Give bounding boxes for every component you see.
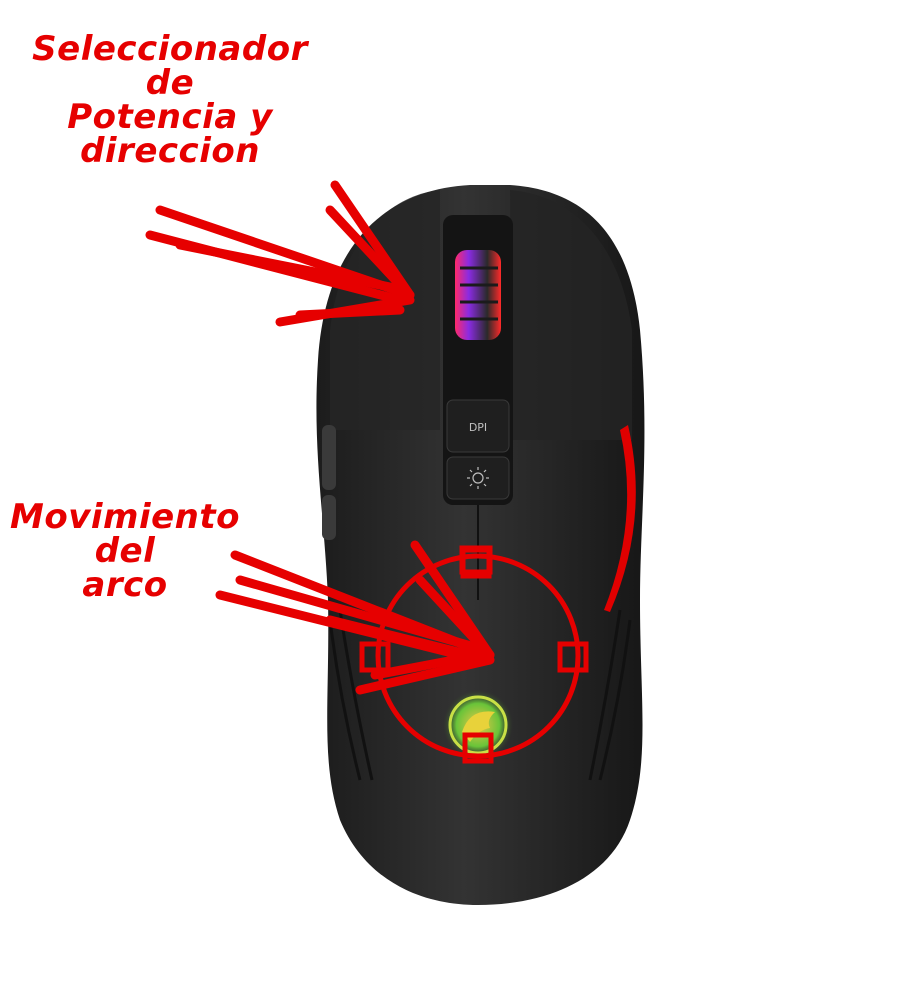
dpi-button[interactable]: DPI [446,399,510,453]
bottom-annotation-line-1: Movimiento [10,497,240,537]
top-arrow [145,180,415,327]
top-annotation: Seleccionador de Potencia y direccion [10,32,330,168]
bottom-annotation-line-2: del [94,531,156,571]
top-annotation-line-3: Potencia y [67,97,273,137]
bottom-annotation-line-3: arco [82,565,168,605]
bottom-arrow [215,540,495,695]
light-button[interactable] [446,456,510,500]
dpi-button-label: DPI [469,421,487,434]
right-click-button [510,190,632,440]
bottom-annotation: Movimiento del arco [0,500,250,602]
side-button-back [322,495,336,540]
top-annotation-line-1: Seleccionador [32,29,308,69]
target-circle [359,545,589,764]
side-button-forward [322,425,336,490]
sun-icon [467,467,489,489]
mouse-body [316,185,645,905]
top-annotation-line-2: de [145,63,195,103]
side-led-strip [604,425,636,612]
top-annotation-line-4: direccion [80,131,260,171]
